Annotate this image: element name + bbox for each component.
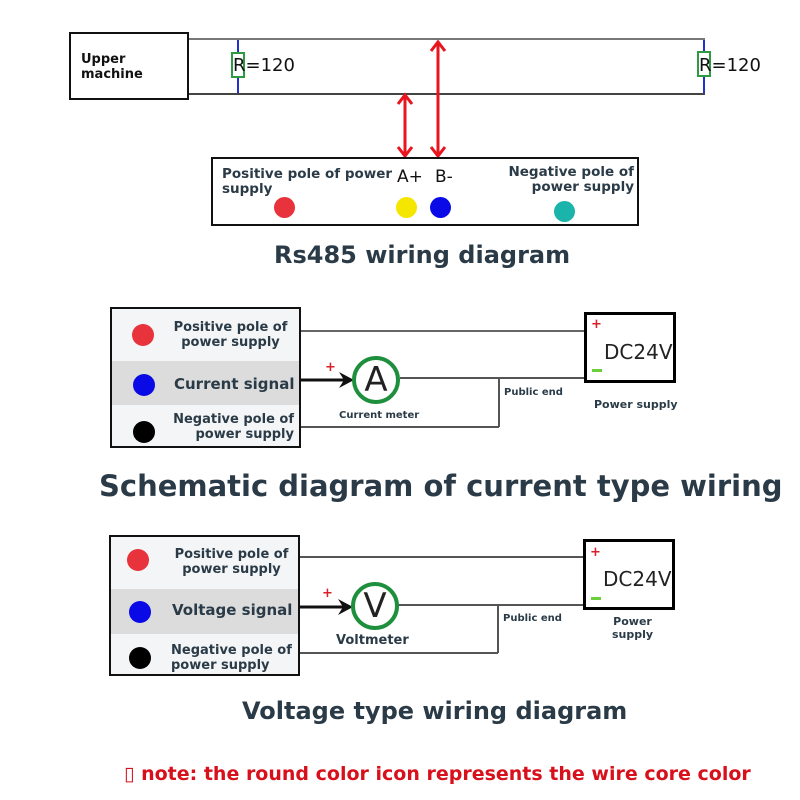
- voltage-psu-voltage: DC24V: [603, 567, 672, 591]
- voltage-positive-wire: [300, 556, 584, 558]
- rs485-negative-label: Negative pole of power supply: [508, 164, 634, 195]
- rs485-a-dot: [396, 197, 417, 218]
- rs485-positive-label: Positive pole of power supply: [222, 166, 393, 197]
- voltage-public-vertical: [497, 604, 499, 653]
- current-positive-wire: [301, 330, 585, 332]
- current-public-vertical: [498, 377, 500, 427]
- voltage-negative-dot: [129, 647, 151, 669]
- voltmeter-label: Voltmeter: [336, 633, 409, 648]
- resistor-left-label: R=120: [233, 55, 295, 76]
- current-positive-dot: [132, 324, 154, 346]
- voltage-terminal-box: Positive pole of power supply Voltage si…: [109, 535, 300, 676]
- current-power-supply-box: + DC24V: [584, 312, 676, 383]
- ammeter-label: Current meter: [339, 410, 420, 421]
- connection-arrows: [396, 39, 447, 159]
- voltage-public-end-label: Public end: [503, 613, 562, 624]
- voltage-psu-minus: [591, 597, 601, 600]
- arrow-a-icon: [396, 92, 414, 159]
- current-signal-arrow-icon: [301, 372, 354, 388]
- current-negative-wire: [301, 426, 499, 428]
- terminal-a-label: A+: [397, 167, 423, 187]
- rs485-title: Rs485 wiring diagram: [274, 241, 571, 269]
- current-negative-dot: [133, 421, 155, 443]
- rs485-b-dot: [430, 197, 451, 218]
- bus-line-bottom: [188, 93, 705, 95]
- rs485-positive-dot: [274, 197, 295, 218]
- current-psu-voltage: DC24V: [604, 340, 673, 364]
- current-public-wire: [400, 377, 585, 379]
- resistor-right-label: R=120: [699, 55, 761, 76]
- resistor-left-icon: [231, 52, 245, 78]
- voltage-psu-plus: +: [590, 545, 601, 560]
- current-signal-dot: [133, 374, 155, 396]
- upper-machine-label: Upper machine: [81, 52, 143, 82]
- voltage-positive-dot: [127, 549, 149, 571]
- resistor-right-icon: [697, 51, 711, 77]
- voltage-negative-label: Negative pole of power supply: [171, 643, 292, 673]
- current-plus-mark: +: [325, 360, 336, 375]
- voltage-title: Voltage type wiring diagram: [242, 697, 628, 725]
- rs485-negative-dot: [554, 201, 575, 222]
- upper-machine-box: Upper machine: [69, 32, 189, 100]
- voltage-signal-label: Voltage signal: [172, 601, 293, 619]
- bus-line-top: [188, 38, 705, 40]
- voltage-power-supply-box: + DC24V: [583, 539, 675, 610]
- ammeter-symbol: A: [364, 360, 388, 400]
- voltmeter-symbol: V: [363, 586, 387, 626]
- arrow-b-icon: [429, 39, 447, 159]
- current-signal-label: Current signal: [174, 375, 295, 393]
- wire-color-note: ▯ note: the round color icon represents …: [124, 763, 751, 785]
- current-positive-label: Positive pole of power supply: [173, 320, 288, 350]
- voltage-signal-dot: [129, 601, 151, 623]
- voltage-positive-label: Positive pole of power supply: [174, 547, 289, 577]
- rs485-device-box: Positive pole of power supply A+ B- Nega…: [211, 157, 639, 226]
- voltage-negative-wire: [300, 652, 498, 654]
- terminal-b-label: B-: [435, 167, 453, 187]
- current-terminal-box: Positive pole of power supply Current si…: [110, 307, 301, 448]
- current-psu-plus: +: [591, 317, 602, 332]
- voltage-plus-mark: +: [322, 586, 333, 601]
- voltage-public-wire: [398, 604, 584, 606]
- ammeter-icon: A: [352, 356, 400, 404]
- current-title: Schematic diagram of current type wiring: [99, 469, 783, 503]
- current-psu-caption: Power supply: [594, 398, 678, 411]
- current-public-end-label: Public end: [504, 387, 563, 398]
- current-negative-label: Negative pole of power supply: [173, 412, 294, 442]
- voltage-psu-caption: Power supply: [611, 615, 654, 641]
- voltage-signal-arrow-icon: [300, 599, 353, 615]
- current-psu-minus: [592, 369, 602, 372]
- voltmeter-icon: V: [351, 582, 399, 630]
